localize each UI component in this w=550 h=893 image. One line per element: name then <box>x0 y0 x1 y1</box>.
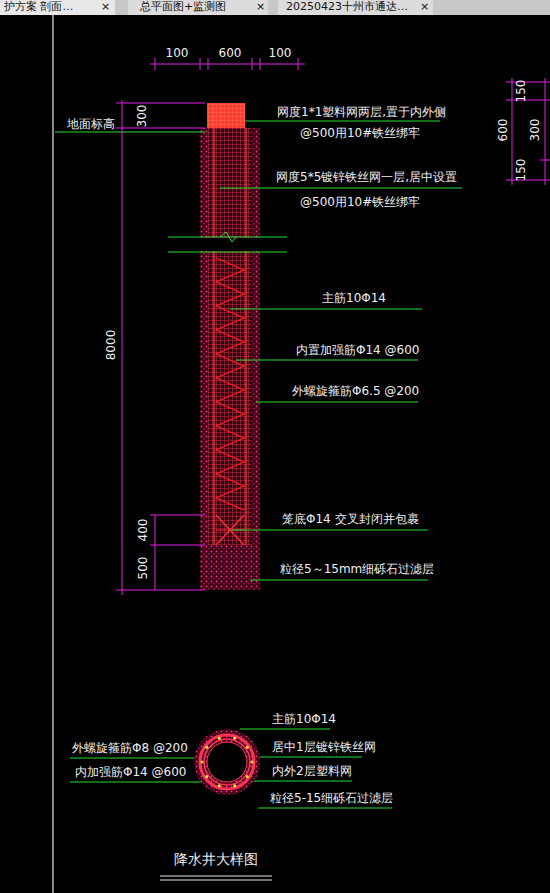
tab-label: × <box>420 0 429 13</box>
spiral-stirrup <box>216 258 244 510</box>
main-bar <box>250 760 253 763</box>
dimension-value: 8000 <box>104 330 118 361</box>
dimension-value: 500 <box>136 557 150 580</box>
main-bar <box>218 784 221 787</box>
callout-note: @500用10#铁丝绑牢 <box>300 126 420 140</box>
main-bar <box>205 746 208 749</box>
leader-lines <box>70 121 462 808</box>
tab-bar <box>0 0 550 15</box>
dimension-value: 150 <box>514 80 528 103</box>
dimension-value: 100 <box>269 46 292 60</box>
callout-note: 网度1*1塑料网两层,置于内外侧 <box>277 105 446 119</box>
callout-note: 网度5*5镀锌铁丝网一层,居中设置 <box>276 170 457 184</box>
tab-label: 20250423十州市通达… <box>286 0 408 13</box>
callout-note: 居中1层镀锌铁丝网 <box>272 740 376 754</box>
drawing-title: 降水井大样图 <box>174 851 258 868</box>
callout-note: 外螺旋箍筋Φ8 @200 <box>72 741 188 755</box>
callout-note: 内置加强筋Φ14 @600 <box>296 343 419 357</box>
dimension-value: 100 <box>166 46 189 60</box>
callout-note: 笼底Φ14 交叉封闭并包裹 <box>282 512 419 526</box>
tab-label: 总平面图+监测图 <box>140 0 226 13</box>
callout-note: 内外2层塑料网 <box>272 764 352 778</box>
tab-label: 护方案 剖面… <box>4 0 74 13</box>
callout-note: 主筋10Φ14 <box>272 712 336 726</box>
dimension-value: 400 <box>136 519 150 542</box>
well-section <box>194 729 260 795</box>
main-bar <box>200 760 203 763</box>
callout-note: 粒径5-15细砾石过滤层 <box>270 791 393 805</box>
callout-note: 外螺旋箍筋Φ6.5 @200 <box>292 384 419 398</box>
main-bar <box>246 775 249 778</box>
callout-note: 主筋10Φ14 <box>322 291 386 305</box>
callout-note: 内加强筋Φ14 @600 <box>75 765 186 779</box>
dimension-value: 600 <box>496 119 510 142</box>
callout-note: 粒径5～15mm细砾石过滤层 <box>280 562 434 576</box>
dimension-value: 150 <box>514 159 528 182</box>
main-bar <box>233 784 236 787</box>
main-bar <box>218 737 221 740</box>
dimension-value: 300 <box>528 119 542 142</box>
tab-label: × <box>256 0 265 13</box>
main-bar <box>246 746 249 749</box>
well-column <box>168 103 287 590</box>
main-bar <box>205 775 208 778</box>
main-bar <box>233 737 236 740</box>
callout-note: @500用10#铁丝绑牢 <box>300 195 420 209</box>
dimension-value: 600 <box>219 46 242 60</box>
dimension-value: 300 <box>135 105 149 128</box>
tab-label: × <box>101 0 110 13</box>
callout-note: 地面标高 <box>67 117 115 131</box>
dimension-lines <box>116 58 550 595</box>
